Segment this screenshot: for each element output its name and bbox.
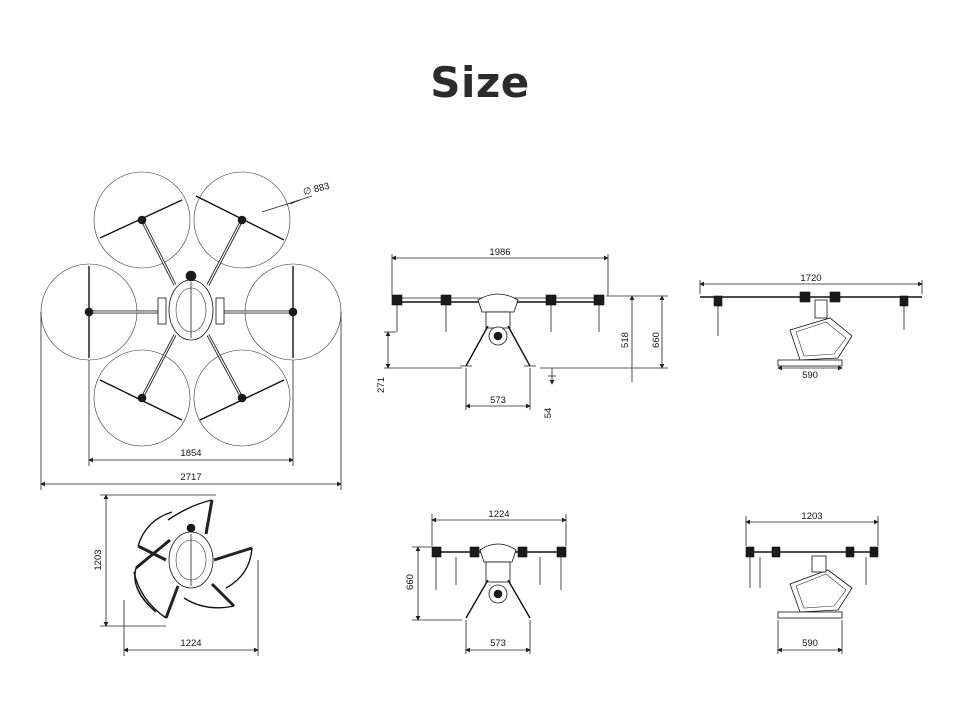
dim-side-width: 1720 <box>800 273 821 284</box>
front-view: 1986 518 660 271 573 54 <box>376 247 668 418</box>
dim-folded-front-height: 660 <box>405 574 416 590</box>
dim-folded-front-leg-spread: 573 <box>490 638 506 649</box>
dim-front-leg-spread: 573 <box>490 395 506 406</box>
dim-front-total-height: 660 <box>651 332 662 348</box>
dim-folded-height: 1203 <box>93 549 104 570</box>
folded-front-view: 1224 660 573 <box>405 509 567 654</box>
dim-foot-gap: 54 <box>543 408 554 419</box>
dim-overall-width: 2717 <box>180 472 201 483</box>
dim-front-width: 1986 <box>489 247 510 258</box>
top-view: ∅ 883 1854 2717 <box>40 171 342 490</box>
dim-folded-side-width: 1203 <box>801 511 822 522</box>
folded-top-view: 1203 1224 <box>93 494 259 656</box>
dim-folded-front-width: 1224 <box>488 509 509 520</box>
dim-prop-diameter: ∅ 883 <box>302 181 331 198</box>
dim-folded-width: 1224 <box>180 638 201 649</box>
dim-side-base-width: 590 <box>802 370 818 381</box>
dim-inner-width: 1854 <box>180 448 201 459</box>
page-title: Size <box>430 58 530 107</box>
folded-side-view: 1203 590 <box>745 511 879 654</box>
dim-leg-height: 271 <box>376 377 387 393</box>
dim-front-arm-height: 518 <box>620 332 631 348</box>
side-view: 1720 590 <box>699 273 923 381</box>
dim-folded-side-base-width: 590 <box>802 638 818 649</box>
